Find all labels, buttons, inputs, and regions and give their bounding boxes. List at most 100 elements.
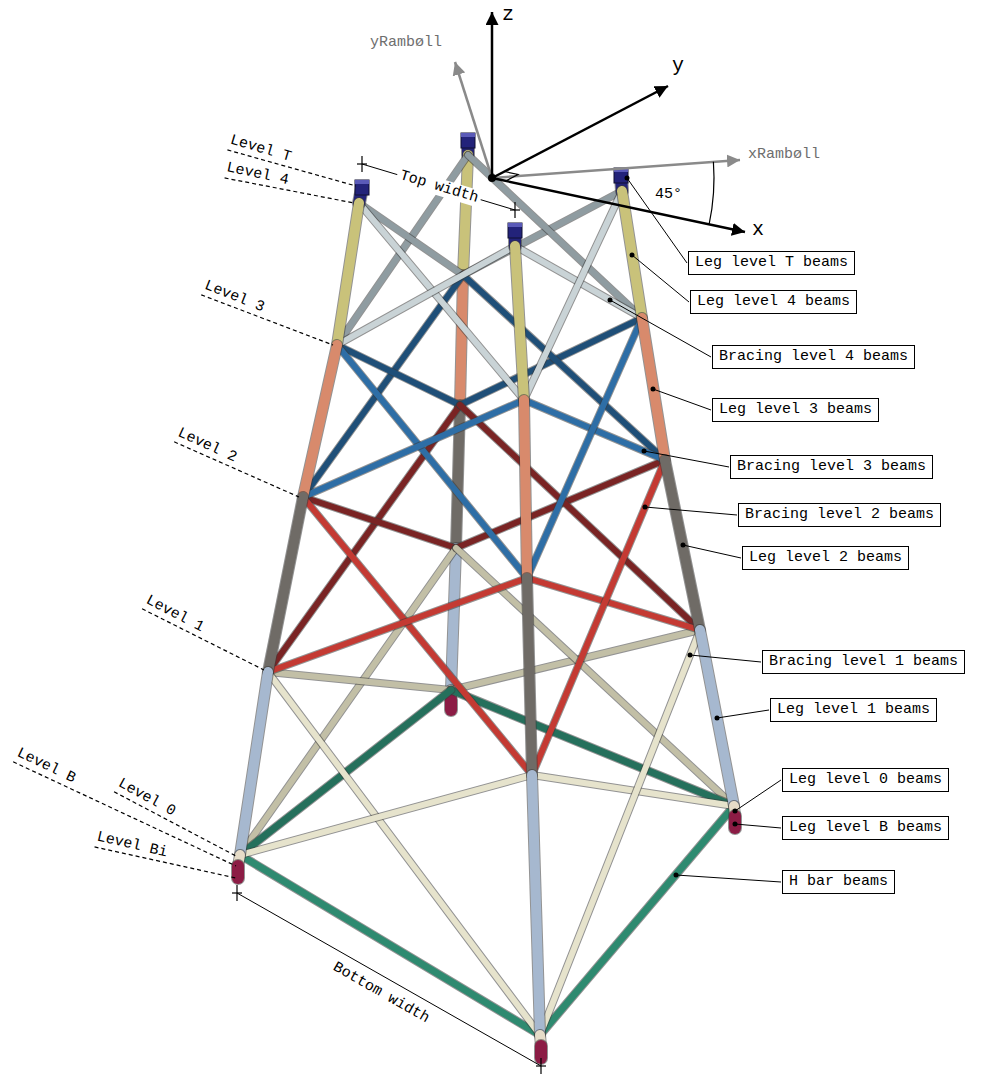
leg-beam — [445, 700, 457, 710]
leg-top-cap — [614, 168, 628, 183]
callout-text: Bracing level 3 beams — [737, 458, 926, 475]
callout-text: Leg level 2 beams — [749, 549, 902, 566]
dimension-lines — [13, 150, 546, 1074]
leg-beam — [268, 497, 303, 672]
level-label: Level Bi — [95, 828, 169, 861]
bracing-beam — [303, 497, 532, 775]
dimension-tick — [357, 163, 367, 164]
leg-beam — [303, 345, 337, 497]
axis-label: xRambøll — [748, 146, 820, 164]
leg-beam-outline — [534, 1046, 548, 1058]
leg-beam-outline — [231, 866, 245, 878]
bracing-beam-outline — [337, 246, 515, 345]
leader-dot — [674, 873, 679, 878]
leg-beam-outline — [532, 775, 540, 1035]
leg-beam-outline — [268, 497, 303, 672]
callout-text: Leg level 0 beams — [789, 771, 942, 788]
leg-beam-outline — [527, 578, 532, 775]
leader-dot — [681, 543, 686, 548]
leg-top-cap-face — [508, 223, 522, 227]
axis-label: x — [752, 218, 764, 241]
bracing-beam-outline — [240, 548, 456, 855]
leader-dot — [733, 822, 738, 827]
callout-text: Leg level B beams — [789, 819, 942, 836]
leader-dot — [715, 716, 720, 721]
dimension-line — [237, 893, 541, 1066]
bracing-beam-outline — [532, 460, 665, 775]
leg-top-cap-face — [461, 133, 475, 137]
leader-dot — [651, 387, 656, 392]
callout-box: Leg level 0 beams — [782, 768, 949, 792]
axis-arrow — [492, 178, 745, 232]
leg-beam — [460, 275, 463, 405]
leg-top-cap — [508, 223, 522, 238]
callout-box: Bracing level 3 beams — [730, 455, 933, 479]
bracing-beam-outline — [303, 497, 532, 775]
leg-top-cap — [355, 180, 369, 195]
h-bar-beam-outline — [540, 806, 734, 1035]
level-label: Level B — [14, 745, 78, 787]
leg-beam-outline — [524, 400, 527, 578]
bracing-beam-outline — [268, 672, 451, 690]
jacket-structure — [238, 133, 735, 1058]
leg-beam-outline — [728, 816, 742, 828]
bracing-beam-outline — [303, 400, 524, 497]
axis-label: yRambøll — [370, 34, 442, 52]
bracing-beam — [540, 630, 700, 1035]
callout-text: Bracing level 4 beams — [719, 348, 908, 365]
leg-beam — [527, 578, 532, 775]
callout-box: Bracing level 4 beams — [712, 345, 915, 369]
callout-box: H bar beams — [782, 870, 895, 894]
axis-label: z — [502, 3, 514, 26]
leader-dot — [630, 253, 635, 258]
angle-label: 45° — [655, 186, 682, 204]
leader-line — [683, 545, 741, 558]
bracing-beam-outline — [524, 191, 622, 400]
leader-dot — [642, 449, 647, 454]
bracing-beam-outline — [240, 775, 532, 855]
leg-beam-outline — [303, 345, 337, 497]
bracing-beam — [268, 672, 540, 1035]
bracing-beam-outline — [268, 672, 540, 1035]
leader-line — [735, 824, 781, 828]
bracing-beam — [532, 460, 665, 775]
callout-box: Leg level B beams — [782, 816, 949, 840]
leg-beam — [729, 816, 741, 828]
callout-text: Leg level 3 beams — [719, 401, 872, 418]
callout-text: Bracing level 1 beams — [769, 653, 958, 670]
axis-arrow — [491, 12, 494, 178]
h-bar-beam — [540, 806, 734, 1035]
level-dashed-line — [13, 762, 236, 866]
leg-beam — [463, 155, 468, 275]
bracing-beam-outline — [337, 345, 527, 578]
leg-beam-outline — [515, 246, 524, 400]
axis-origin — [488, 174, 496, 182]
bracing-beam — [359, 203, 524, 400]
axis-arrow — [492, 160, 740, 178]
leader-dot — [688, 653, 693, 658]
dimension-tick — [536, 1065, 546, 1066]
h-bar-beam — [240, 855, 540, 1035]
level-label: Level 3 — [202, 277, 267, 316]
dimension-tick — [510, 209, 520, 210]
leader-dot — [608, 298, 613, 303]
callout-text: H bar beams — [789, 873, 888, 890]
callout-box: Leg level 4 beams — [690, 290, 857, 314]
leader-dot — [625, 176, 630, 181]
bracing-beam — [268, 672, 451, 690]
callout-box: Leg level 2 beams — [742, 546, 909, 570]
level-label: Level 2 — [175, 425, 239, 467]
level-label: Level 1 — [143, 592, 207, 636]
level-dashed-line — [201, 295, 333, 345]
bracing-beam-outline — [527, 318, 642, 578]
leader-line — [676, 875, 781, 882]
leg-beam-outline — [444, 700, 458, 710]
h-bar-beam-outline — [240, 855, 540, 1035]
leg-beam — [240, 672, 268, 855]
bracing-beam — [268, 578, 527, 672]
leg-beam-outline — [337, 203, 359, 345]
leg-beam — [665, 460, 700, 630]
callout-text: Leg level T beams — [695, 254, 848, 271]
